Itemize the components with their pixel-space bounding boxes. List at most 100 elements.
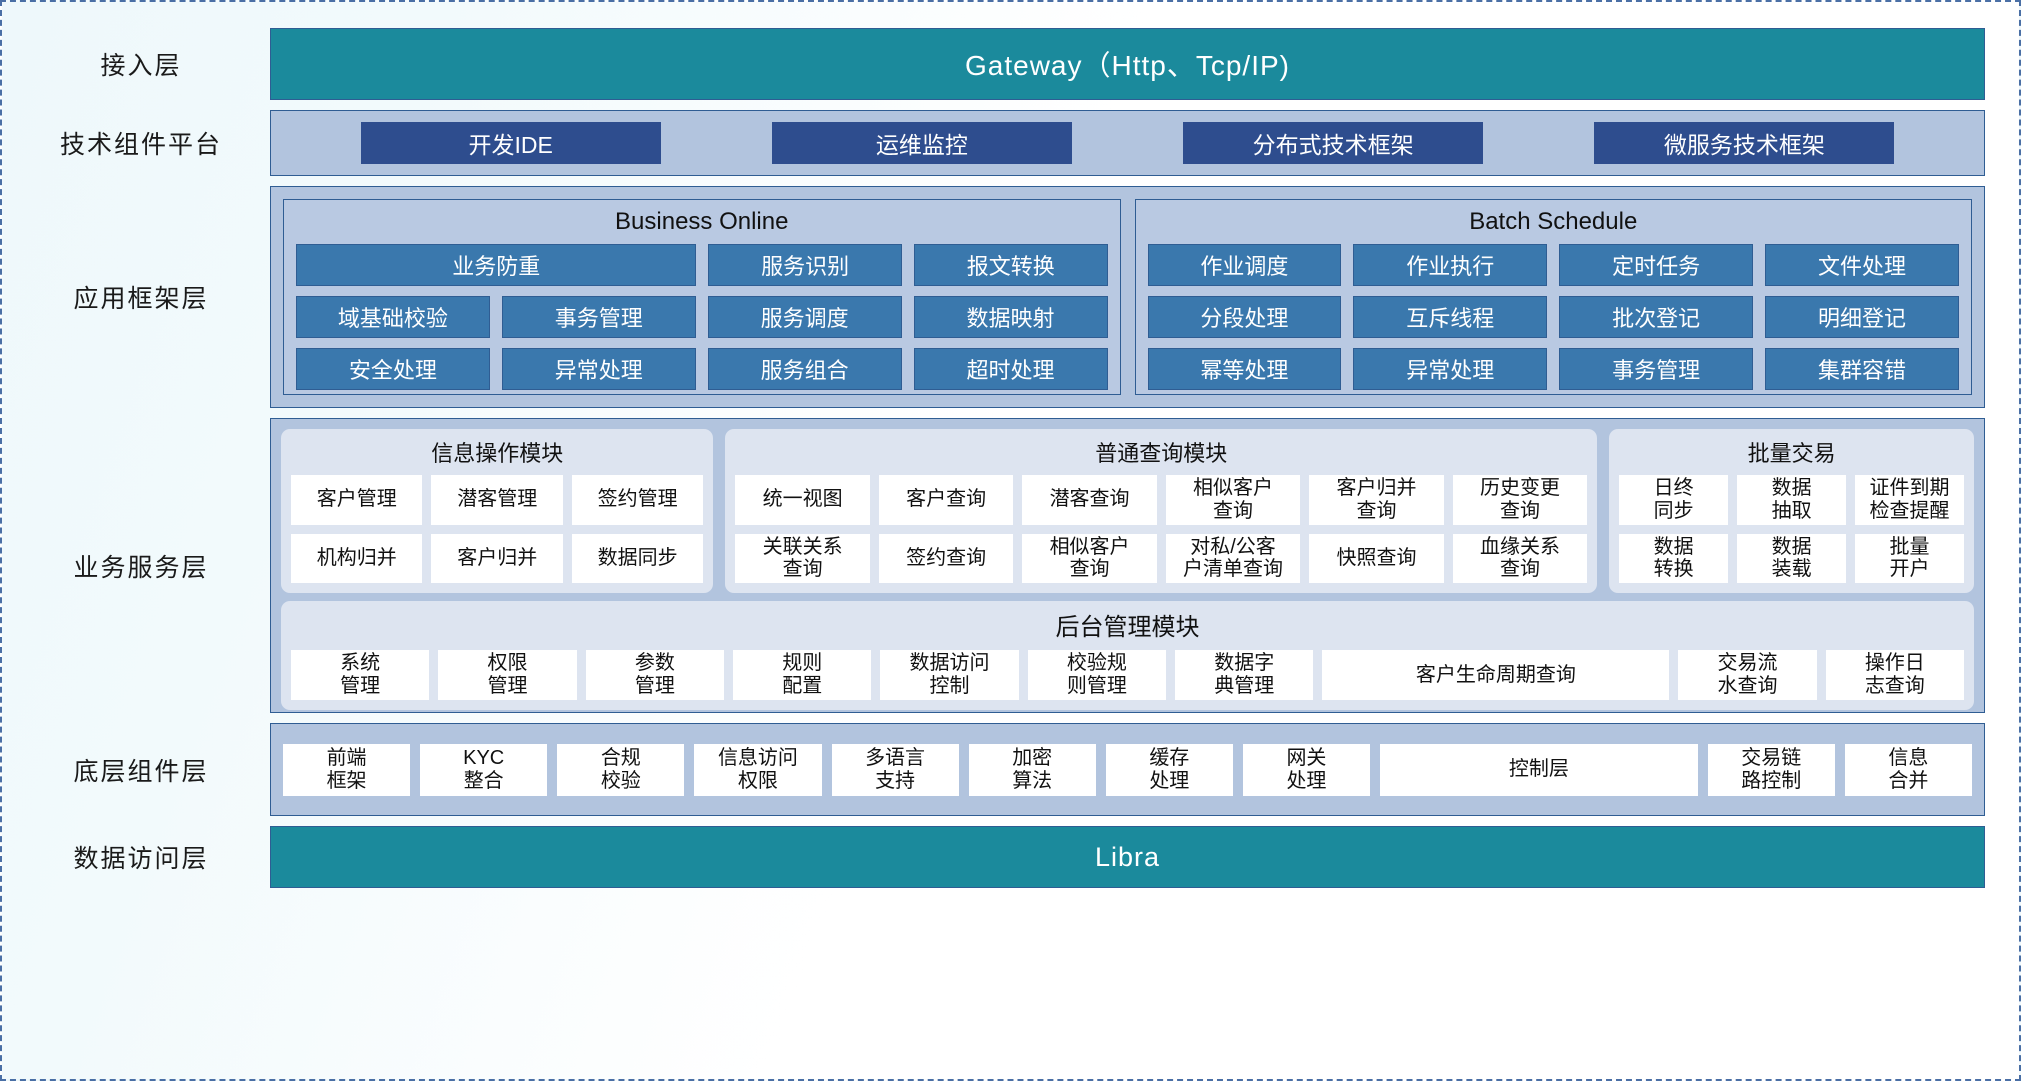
chip-fwzh[interactable]: 服务组合	[707, 348, 902, 390]
chip-cscl[interactable]: 超时处理	[913, 348, 1108, 390]
box-tysst[interactable]: 统一视图	[735, 475, 870, 525]
box-glgxcx[interactable]: 关联关系查询	[735, 533, 870, 584]
panel-backend-management: 后台管理模块 系统管理 权限管理 参数管理 规则配置 数据访问控制 校验规则管理…	[281, 601, 1974, 710]
box-qygl[interactable]: 签约管理	[571, 475, 704, 525]
tech-chip-ide[interactable]: 开发IDE	[360, 122, 661, 164]
wbox-grid-batch-transaction: 日终同步 数据抽取 证件到期检查提醒 数据转换 数据装载 批量开户	[1619, 475, 1964, 584]
box-jylkz[interactable]: 交易链路控制	[1707, 743, 1835, 796]
box-xxhb[interactable]: 信息合并	[1844, 743, 1972, 796]
wbox-row: 机构归并 客户归并 数据同步	[291, 533, 704, 584]
chip-fdcl[interactable]: 分段处理	[1147, 296, 1342, 338]
box-sjzz[interactable]: 数据装载	[1737, 533, 1847, 584]
box-qycx[interactable]: 签约查询	[878, 533, 1014, 584]
box-sjzh[interactable]: 数据转换	[1619, 533, 1729, 584]
chip-ywfz[interactable]: 业务防重	[296, 244, 697, 286]
box-hgjy[interactable]: 合规校验	[557, 743, 685, 796]
box-sjfwkz[interactable]: 数据访问控制	[880, 650, 1019, 700]
box-hccl[interactable]: 缓存处理	[1105, 743, 1233, 796]
box-khgb[interactable]: 客户归并	[431, 533, 563, 584]
layer-label-access: 接入层	[100, 52, 182, 80]
wbox-row: 统一视图 客户查询 潜客查询 相似客户查询 客户归并查询 历史变更查询	[735, 475, 1588, 525]
chip-mxdj[interactable]: 明细登记	[1765, 296, 1959, 338]
box-khcx[interactable]: 客户查询	[878, 475, 1014, 525]
box-qkcx[interactable]: 潜客查询	[1022, 475, 1157, 525]
chip-swgl2[interactable]: 事务管理	[1559, 348, 1754, 390]
chip-mdcl[interactable]: 幂等处理	[1147, 348, 1342, 390]
box-xskhcx2[interactable]: 相似客户查询	[1022, 533, 1157, 584]
box-kzc[interactable]: 控制层	[1380, 743, 1698, 796]
layer-label-tech-platform: 技术组件平台	[59, 131, 222, 159]
panel-info-operation: 信息操作模块 客户管理 潜客管理 签约管理 机构归并 客户归并 数据同步	[281, 429, 714, 594]
chip-row: 域基础校验 事务管理 服务调度 数据映射	[296, 296, 1108, 338]
box-khgl[interactable]: 客户管理	[291, 475, 423, 525]
chip-dsrw[interactable]: 定时任务	[1559, 244, 1754, 286]
chip-zydd[interactable]: 作业调度	[1147, 244, 1342, 286]
tech-chip-microservice[interactable]: 微服务技术框架	[1594, 122, 1895, 164]
libra-bar: Libra	[270, 826, 1985, 888]
box-xxfwqx[interactable]: 信息访问权限	[694, 743, 822, 796]
chip-row: 作业调度 作业执行 定时任务 文件处理	[1147, 244, 1959, 286]
layer-label-data-access: 数据访问层	[73, 845, 209, 873]
wbox-row: 日终同步 数据抽取 证件到期检查提醒	[1619, 475, 1964, 525]
box-czrzcx[interactable]: 操作日志查询	[1825, 650, 1964, 700]
box-jggb[interactable]: 机构归并	[291, 533, 423, 584]
chip-swgl[interactable]: 事务管理	[501, 296, 696, 338]
chip-wjcl[interactable]: 文件处理	[1765, 244, 1959, 286]
box-plkh[interactable]: 批量开户	[1855, 533, 1964, 584]
chip-aqcl[interactable]: 安全处理	[296, 348, 490, 390]
wbox-grid-normal-query: 统一视图 客户查询 潜客查询 相似客户查询 客户归并查询 历史变更查询 关联关系…	[735, 475, 1588, 584]
box-gzpz[interactable]: 规则配置	[733, 650, 872, 700]
chip-hcxc[interactable]: 互斥线程	[1353, 296, 1548, 338]
chip-row: 幂等处理 异常处理 事务管理 集群容错	[1147, 348, 1959, 390]
box-qdkj[interactable]: 前端框架	[283, 743, 411, 796]
box-sjzdgl[interactable]: 数据字典管理	[1175, 650, 1314, 700]
box-lsbgcx[interactable]: 历史变更查询	[1452, 475, 1588, 525]
box-jygzgl[interactable]: 校验规则管理	[1027, 650, 1167, 700]
box-sjcq[interactable]: 数据抽取	[1737, 475, 1847, 525]
app-framework-layer: Business Online 业务防重 服务识别 报文转换 域基础校验 事务管…	[270, 186, 1985, 408]
chip-zyzx[interactable]: 作业执行	[1353, 244, 1548, 286]
panel-title-backend-management: 后台管理模块	[1055, 614, 1200, 642]
chip-yccl[interactable]: 异常处理	[501, 348, 696, 390]
box-xtgl[interactable]: 系统管理	[291, 650, 430, 700]
box-qkgl[interactable]: 潜客管理	[431, 475, 563, 525]
box-csgl[interactable]: 参数管理	[585, 650, 725, 700]
chip-jqrc[interactable]: 集群容错	[1765, 348, 1959, 390]
box-jylscx[interactable]: 交易流水查询	[1678, 650, 1817, 700]
tech-chip-distributed[interactable]: 分布式技术框架	[1183, 122, 1484, 164]
chip-fwdd[interactable]: 服务调度	[707, 296, 902, 338]
box-kzcx[interactable]: 快照查询	[1309, 533, 1444, 584]
chip-fwsb[interactable]: 服务识别	[708, 244, 902, 286]
panel-title-info-operation: 信息操作模块	[431, 441, 564, 466]
box-xskhcx[interactable]: 相似客户查询	[1165, 475, 1301, 525]
wbox-row-backend-management: 系统管理 权限管理 参数管理 规则配置 数据访问控制 校验规则管理 数据字典管理…	[291, 650, 1964, 700]
panel-title-business-online: Business Online	[615, 208, 789, 235]
chip-yccl2[interactable]: 异常处理	[1353, 348, 1548, 390]
box-dyyzc[interactable]: 多语言支持	[831, 743, 959, 796]
box-jmsf[interactable]: 加密算法	[968, 743, 1096, 796]
box-xygxcx[interactable]: 血缘关系查询	[1452, 533, 1588, 584]
box-rztb[interactable]: 日终同步	[1619, 475, 1729, 525]
box-qxgl[interactable]: 权限管理	[438, 650, 577, 700]
diagram-grid: 接入层 Gateway（Http、Tcp/IP) 技术组件平台 开发IDE 运维…	[6, 6, 2015, 1075]
wbox-row: 关联关系查询 签约查询 相似客户查询 对私/公客户清单查询 快照查询 血缘关系查…	[735, 533, 1588, 584]
chip-sjys[interactable]: 数据映射	[913, 296, 1108, 338]
wbox-row: 数据转换 数据装载 批量开户	[1619, 533, 1964, 584]
layer-label-business-service: 业务服务层	[73, 553, 209, 582]
chip-yjcjy[interactable]: 域基础校验	[296, 296, 490, 338]
box-wgcl[interactable]: 网关处理	[1242, 743, 1370, 796]
chip-bwzh[interactable]: 报文转换	[913, 244, 1108, 286]
box-dsgkhqd[interactable]: 对私/公客户清单查询	[1165, 533, 1301, 584]
panel-title-batch-transaction: 批量交易	[1747, 441, 1836, 466]
box-khsmzqcx[interactable]: 客户生命周期查询	[1322, 650, 1670, 700]
box-zjdqjc[interactable]: 证件到期检查提醒	[1855, 475, 1964, 525]
gateway-bar: Gateway（Http、Tcp/IP)	[270, 28, 1985, 100]
business-service-layer: 信息操作模块 客户管理 潜客管理 签约管理 机构归并 客户归并 数据同步	[270, 418, 1985, 713]
chip-pcdj[interactable]: 批次登记	[1559, 296, 1754, 338]
panel-title-batch-schedule: Batch Schedule	[1469, 208, 1638, 235]
box-khgbcx[interactable]: 客户归并查询	[1309, 475, 1444, 525]
layer-label-component: 底层组件层	[73, 757, 209, 786]
tech-chip-ops-monitor[interactable]: 运维监控	[771, 122, 1072, 164]
box-sjtb[interactable]: 数据同步	[571, 533, 704, 584]
